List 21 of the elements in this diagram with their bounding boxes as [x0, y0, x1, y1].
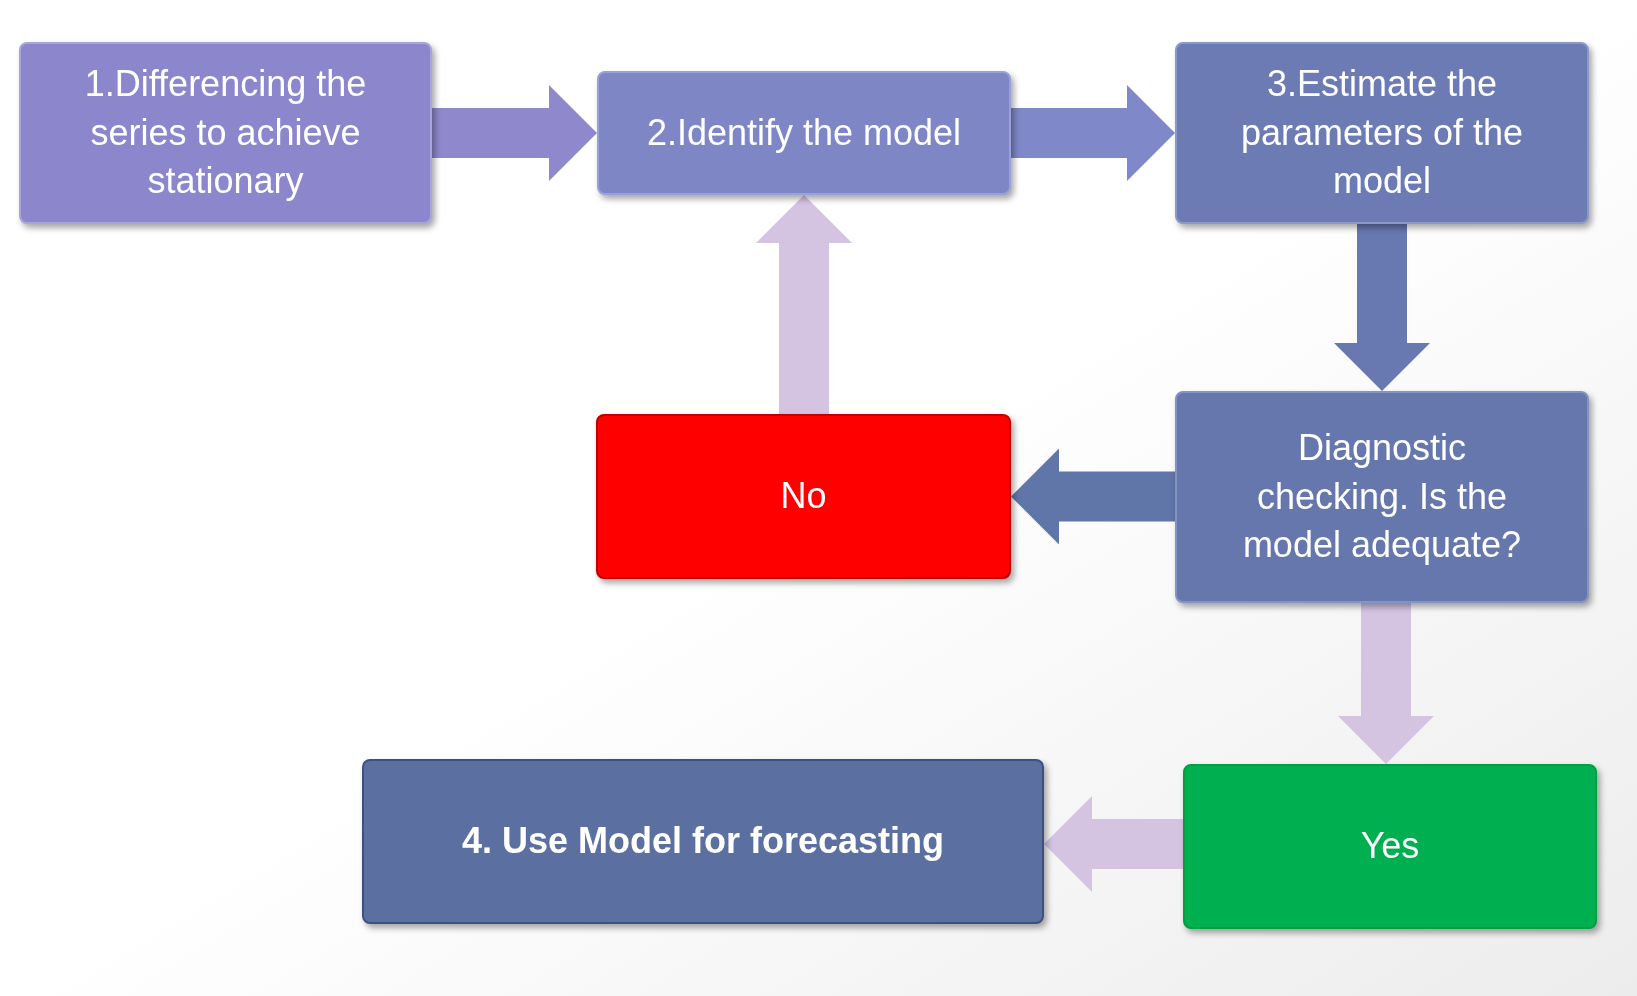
- process-box: [596, 414, 1011, 579]
- process-box: [19, 42, 432, 224]
- process-box: [1175, 391, 1589, 603]
- block-arrow: [432, 85, 597, 181]
- box-text: 2.Identify the model: [646, 110, 962, 155]
- block-arrow: [1011, 85, 1175, 181]
- box-text: 3.Estimate the parameters of the model: [1239, 62, 1525, 204]
- process-box: [362, 759, 1044, 924]
- block-arrow: [1011, 448, 1175, 545]
- block-arrow: [1338, 603, 1434, 764]
- block-arrow: [1044, 796, 1183, 892]
- box-text: No: [780, 474, 827, 519]
- block-arrow: [1334, 224, 1430, 391]
- box-text: Diagnostic checking. Is the model adequate?: [1241, 426, 1523, 568]
- box-text: 1.Differencing the series to achieve stationary: [83, 62, 368, 204]
- process-box: [1183, 764, 1597, 929]
- process-box: [597, 71, 1011, 195]
- process-box: [1175, 42, 1589, 224]
- box-text: 4. Use Model for forecasting: [461, 819, 945, 864]
- block-arrow: [756, 195, 852, 414]
- box-text: Yes: [1360, 824, 1420, 869]
